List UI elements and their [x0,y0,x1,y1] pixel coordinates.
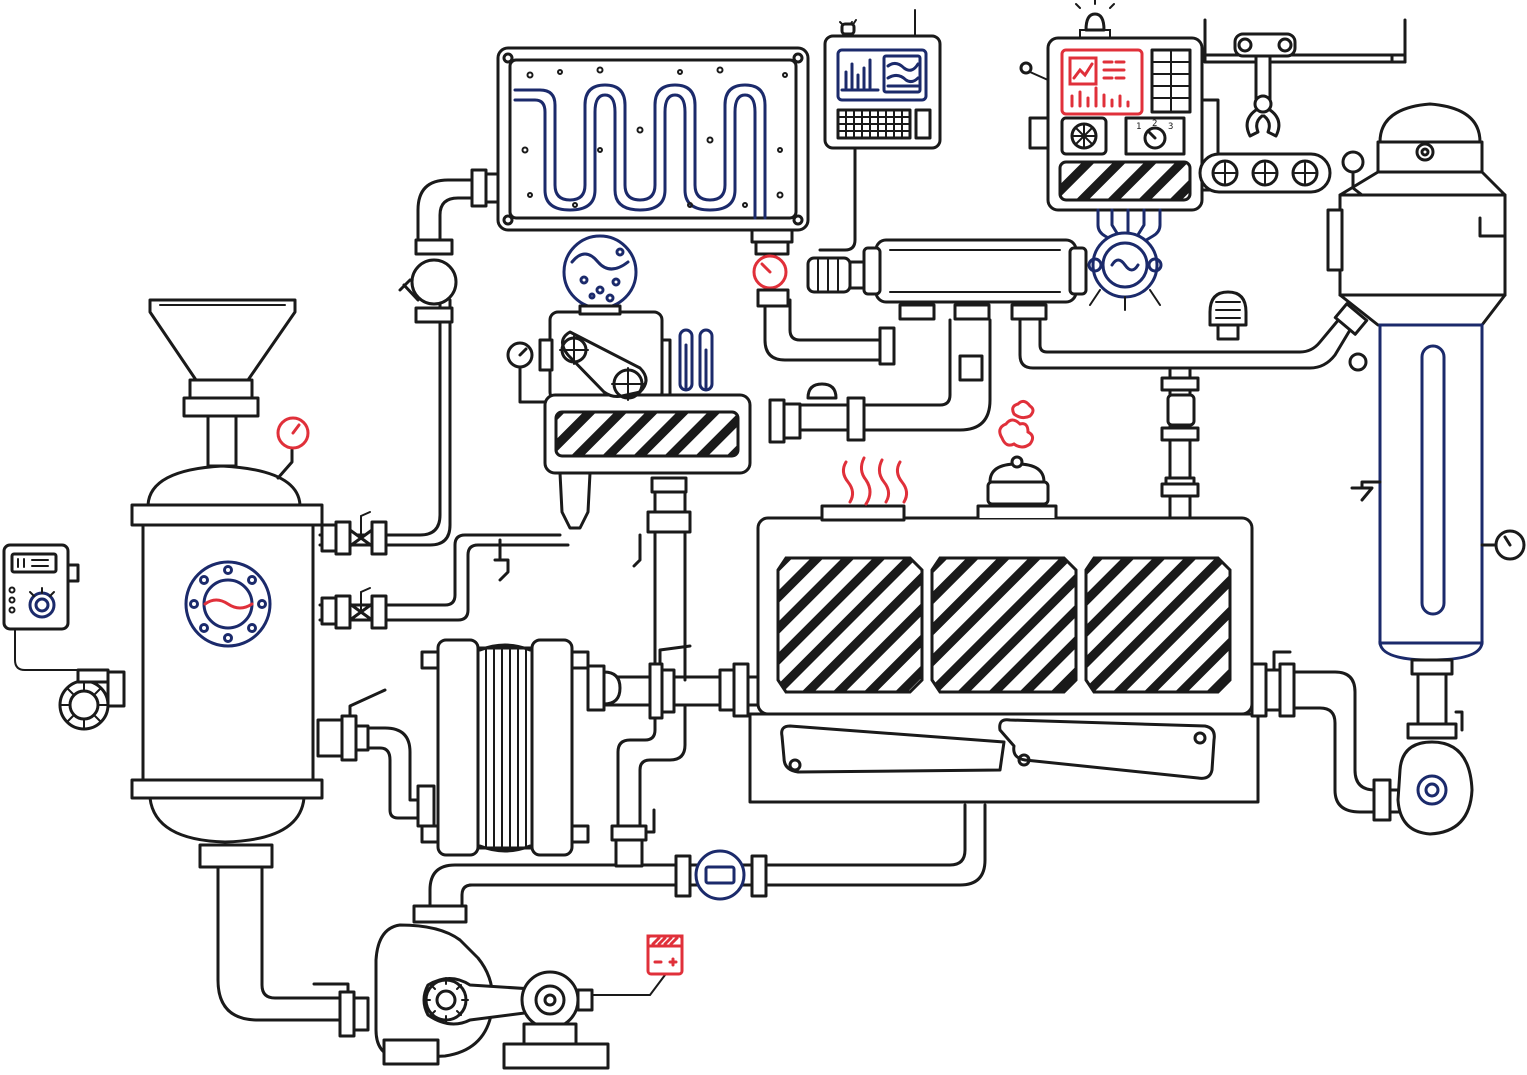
coil-heat-exchanger-icon [470,46,810,256]
battery-indicator-icon [646,934,684,976]
storage-tank-icon [106,416,344,869]
panel-dial-tick-3: 3 [1168,122,1173,132]
gearbox-motor-icon [493,234,866,582]
hopper-icon [148,298,297,468]
distillation-column-icon [1326,102,1526,836]
plate-heat-exchanger-icon [416,638,622,857]
pressure-gauge-icon [1208,290,1248,341]
centrifugal-pump-icon [312,904,610,1070]
flow-meter-icon [674,849,768,901]
robot-control-panel-icon: 1 2 3 [1019,0,1220,244]
panel-dial-tick-1: 1 [1136,122,1141,132]
valve-icon [610,644,750,868]
gearbox-motor-icon [806,231,1163,366]
panel-dial-tick-2: 2 [1152,119,1157,129]
control-terminal-icon [823,9,942,150]
valve-icon [398,238,458,324]
pressure-gauge-icon [752,254,790,308]
valve-icon [334,511,388,762]
controller-box-icon [2,543,110,731]
boiler-furnace-icon [748,354,1296,804]
conveyor-claw-icon [1198,18,1407,194]
